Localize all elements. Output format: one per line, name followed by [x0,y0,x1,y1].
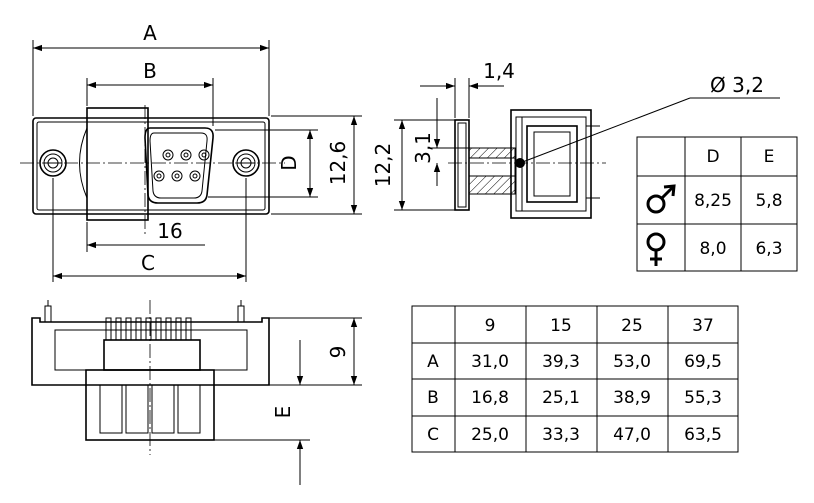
gender-table: D E 8,25 5,8 8,0 6,3 [636,136,798,272]
a-25-value: 53,0 [613,352,651,372]
dimension-1-4-label: 1,4 [483,59,515,83]
c-9-value: 25,0 [471,425,509,445]
a-15-value: 39,3 [542,352,580,372]
male-symbol-icon [646,184,676,214]
female-d-value: 8,0 [699,239,726,259]
size-header-37: 37 [692,316,714,336]
dimension-16-label: 16 [157,219,182,243]
size-header-15: 15 [550,316,572,336]
b-25-value: 38,9 [613,388,651,408]
side-view: 12,2 3,1 1,4 Ø 3,2 [371,59,780,219]
pin-comb [105,317,192,341]
b-37-value: 55,3 [684,388,722,408]
a-9-value: 31,0 [471,352,509,372]
b-15-value: 25,1 [542,388,580,408]
bottom-view: 9 E [31,300,362,485]
dimension-a-label: A [143,21,157,45]
front-view: A B 16 C D 12,6 [20,21,362,282]
contact-pins [153,149,210,182]
hole-diameter-label: Ø 3,2 [710,73,764,97]
male-d-value: 8,25 [694,191,732,211]
a-37-value: 69,5 [684,352,722,372]
female-e-value: 6,3 [755,239,782,259]
gender-header-d: D [706,147,719,167]
dimension-12-2-label: 12,2 [371,143,395,188]
dimension-9-label: 9 [326,346,350,359]
c-25-value: 47,0 [613,425,651,445]
size-header-25: 25 [621,316,643,336]
female-symbol-icon [646,232,666,266]
dimension-12-6-label: 12,6 [326,141,350,186]
male-e-value: 5,8 [755,191,782,211]
row-label-b: B [427,388,439,408]
size-header-9: 9 [485,316,496,336]
b-9-value: 16,8 [471,388,509,408]
dimension-e-label: E [271,406,295,419]
dimension-c-label: C [141,251,155,275]
gender-header-e: E [764,147,775,167]
c-37-value: 63,5 [684,425,722,445]
dimension-3-1-label: 3,1 [411,132,435,164]
row-label-c: C [427,425,439,445]
row-label-a: A [427,352,439,372]
c-15-value: 33,3 [542,425,580,445]
dimension-d-label: D [277,155,301,170]
size-table: 9 15 25 37 A 31,0 39,3 53,0 69,5 B 16,8 … [411,305,739,453]
dimension-b-label: B [143,59,157,83]
